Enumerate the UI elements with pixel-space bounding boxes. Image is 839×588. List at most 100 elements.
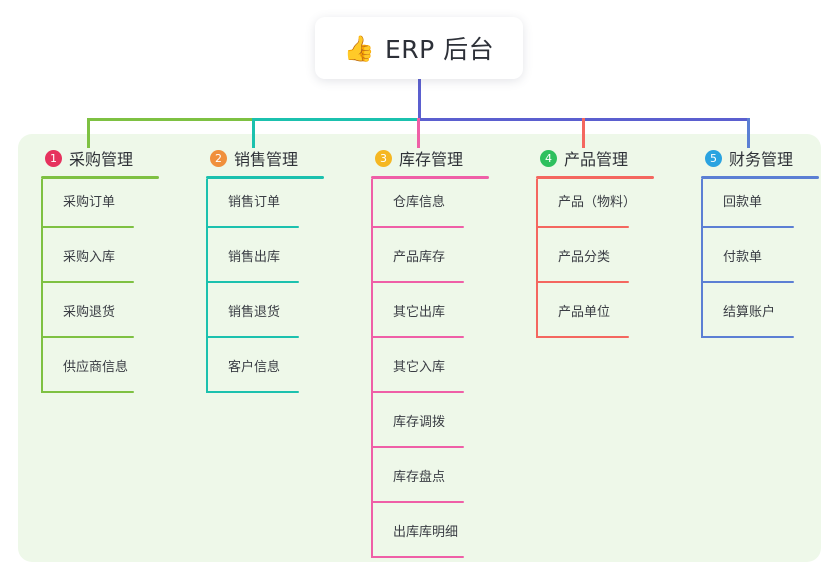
branch-item-label: 销售退货 (228, 305, 281, 320)
branch-item[interactable]: 库存盘点 (363, 454, 489, 509)
branch-number-badge: 1 (45, 149, 62, 167)
branch-number-badge: 2 (210, 149, 227, 167)
branch-drop-connector-2 (251, 118, 255, 148)
branch-item-label: 采购入库 (63, 250, 116, 265)
branch-item[interactable]: 销售出库 (198, 234, 324, 289)
branch-item-label: 产品分类 (558, 250, 611, 265)
branch-item[interactable]: 销售订单 (198, 179, 324, 234)
branch-title-label: 产品管理 (564, 150, 629, 169)
branch-header-underline (41, 176, 159, 179)
branch-header-underline (371, 176, 489, 179)
branch-drop-connector-1 (86, 118, 90, 148)
branch-header-4[interactable]: 4 产品管理 (528, 146, 654, 170)
branch-item[interactable]: 结算账户 (693, 289, 819, 344)
branch-item[interactable]: 其它出库 (363, 289, 489, 344)
branch-item-label: 回款单 (723, 195, 763, 210)
branch-item-label: 其它出库 (393, 305, 446, 320)
branch-item-underline (536, 281, 629, 283)
branch-item[interactable]: 采购退货 (33, 289, 159, 344)
branch-item-underline (41, 226, 134, 228)
branch-item-label: 采购退货 (63, 305, 116, 320)
branch-header-3[interactable]: 3 库存管理 (363, 146, 489, 170)
branch-item[interactable]: 产品（物料） (528, 179, 654, 234)
branch-spine-connector (371, 179, 373, 558)
branch-item[interactable]: 回款单 (693, 179, 819, 234)
branch-items: 销售订单销售出库销售退货客户信息 (198, 179, 324, 399)
branch-item-label: 产品库存 (393, 250, 446, 265)
horizontal-connector-segment-2 (251, 118, 420, 121)
branch-spine-connector (536, 179, 538, 338)
branch-item-underline (701, 281, 794, 283)
branch-item[interactable]: 销售退货 (198, 289, 324, 344)
branch-item-underline (371, 336, 464, 338)
root-node-label: ERP 后台 (384, 35, 495, 64)
branch-item-label: 产品（物料） (558, 195, 637, 210)
branch-item[interactable]: 库存调拨 (363, 399, 489, 454)
diagram-panel (18, 134, 821, 562)
root-node[interactable]: 👍 ERP 后台 (315, 17, 523, 79)
branch-number-badge: 3 (375, 149, 392, 167)
branch-drop-connector-3 (416, 118, 420, 148)
branch-item-label: 付款单 (723, 250, 763, 265)
branch-item[interactable]: 仓库信息 (363, 179, 489, 234)
branch-item-label: 结算账户 (723, 305, 776, 320)
branch-items: 仓库信息产品库存其它出库其它入库库存调拨库存盘点出库库明细 (363, 179, 489, 564)
branch-item-underline (371, 556, 464, 558)
branch-item[interactable]: 付款单 (693, 234, 819, 289)
branch-item-label: 其它入库 (393, 360, 446, 375)
branch-item-underline (371, 391, 464, 393)
branch-item[interactable]: 产品库存 (363, 234, 489, 289)
branch-item[interactable]: 采购入库 (33, 234, 159, 289)
branch-number-badge: 4 (540, 149, 557, 167)
branch-header-underline (536, 176, 654, 179)
branch-item[interactable]: 产品单位 (528, 289, 654, 344)
branch-item-underline (371, 501, 464, 503)
branch-item[interactable]: 出库库明细 (363, 509, 489, 564)
branch-drop-connector-5 (746, 118, 750, 148)
branch-item-underline (536, 336, 629, 338)
branch-item-label: 库存调拨 (393, 415, 446, 430)
branch-item-label: 产品单位 (558, 305, 611, 320)
branch-item-underline (371, 226, 464, 228)
branch-drop-connector-4 (581, 118, 585, 148)
branch-item-underline (41, 336, 134, 338)
branch-column-3: 3 库存管理仓库信息产品库存其它出库其它入库库存调拨库存盘点出库库明细 (363, 146, 489, 564)
branch-title-label: 财务管理 (729, 150, 794, 169)
branch-item[interactable]: 客户信息 (198, 344, 324, 399)
branch-item[interactable]: 供应商信息 (33, 344, 159, 399)
branch-item-label: 客户信息 (228, 360, 281, 375)
branch-title-label: 库存管理 (399, 150, 464, 169)
branch-item-underline (371, 281, 464, 283)
branch-item-label: 采购订单 (63, 195, 116, 210)
branch-item-underline (41, 391, 134, 393)
thumbs-up-icon: 👍 (343, 33, 375, 63)
branch-items: 产品（物料） 产品分类产品单位 (528, 179, 654, 344)
branch-header-5[interactable]: 5 财务管理 (693, 146, 819, 170)
branch-item-underline (701, 336, 794, 338)
branch-item-underline (206, 226, 299, 228)
branch-spine-connector (41, 179, 43, 393)
branch-item[interactable]: 产品分类 (528, 234, 654, 289)
branch-item-underline (206, 336, 299, 338)
branch-item[interactable]: 采购订单 (33, 179, 159, 234)
branch-item-underline (701, 226, 794, 228)
branch-item[interactable]: 其它入库 (363, 344, 489, 399)
branch-item-label: 出库库明细 (393, 525, 459, 540)
branch-items: 回款单付款单结算账户 (693, 179, 819, 344)
branch-item-underline (41, 281, 134, 283)
branch-items: 采购订单采购入库采购退货供应商信息 (33, 179, 159, 399)
branch-number-badge: 5 (705, 149, 722, 167)
branch-item-underline (206, 391, 299, 393)
branch-column-5: 5 财务管理回款单付款单结算账户 (693, 146, 819, 344)
branch-item-label: 库存盘点 (393, 470, 446, 485)
branch-item-label: 销售出库 (228, 250, 281, 265)
branch-header-underline (206, 176, 324, 179)
branch-item-underline (371, 446, 464, 448)
root-stem-connector (417, 79, 421, 121)
branch-item-label: 仓库信息 (393, 195, 446, 210)
